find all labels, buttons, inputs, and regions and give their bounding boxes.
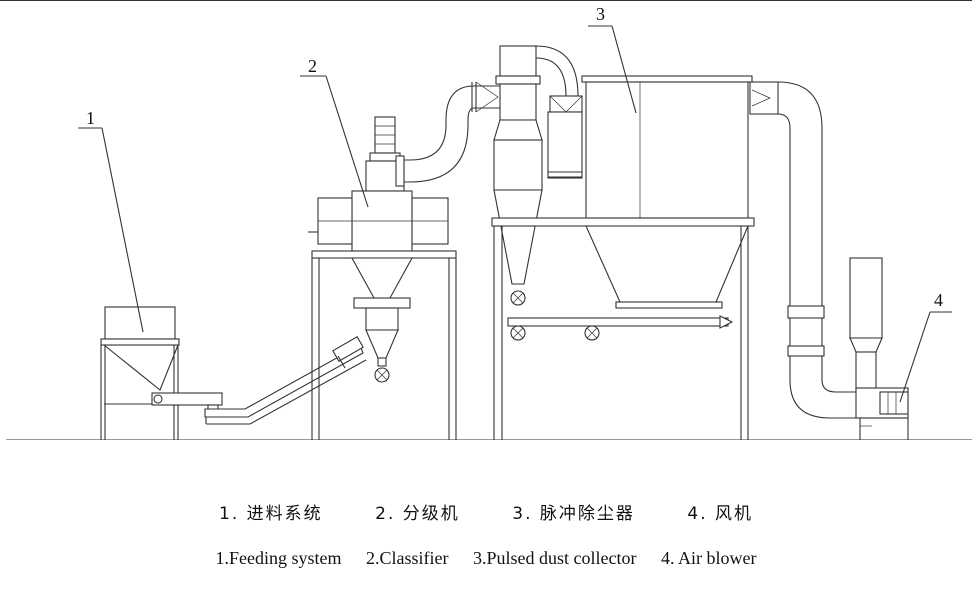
caption-en-blower: 4. Air blower (661, 548, 757, 568)
caption-en-feeding: 1.Feeding system (215, 548, 342, 568)
caption-cn-feeding: 1. 进料系统 (219, 504, 323, 524)
callout-2-number: 2 (308, 56, 317, 76)
feed-screw (151, 392, 223, 406)
classifier-cone (351, 257, 413, 299)
collector-roof (581, 75, 753, 83)
blower-motor (879, 391, 909, 415)
collector-hopper-outlet (615, 301, 723, 309)
collector-screw-conveyor (507, 317, 729, 327)
callout-4-number: 4 (934, 290, 943, 310)
cyclone-cone (493, 189, 543, 285)
caption-english: 1.Feeding system 2.Classifier 3.Pulsed d… (0, 548, 972, 569)
collector-platform (491, 217, 755, 227)
callout-4: 4 (899, 290, 952, 403)
feed-hopper-top (104, 306, 176, 340)
feed-hopper-cone (103, 344, 179, 391)
caption-en-collector: 3.Pulsed dust collector (473, 548, 637, 568)
callout-1-number: 1 (86, 108, 95, 128)
callout-3: 3 (588, 4, 637, 114)
caption-cn-blower: 4. 风机 (687, 504, 753, 524)
pulsed-dust-collector (491, 75, 858, 440)
classifier (308, 81, 500, 440)
blower-silencer (849, 257, 883, 339)
callout-1: 1 (78, 108, 144, 333)
callout-2: 2 (300, 56, 369, 208)
process-diagram: 1 2 3 4 (0, 0, 972, 440)
cyclone-separator (493, 45, 583, 341)
callout-3-number: 3 (596, 4, 605, 24)
air-blower (849, 257, 909, 440)
feeding-system (100, 306, 367, 440)
classifier-frame-beam (311, 250, 457, 259)
diagram-canvas: 1 2 3 4 (0, 0, 972, 440)
classifier-valve (374, 367, 390, 383)
collector-outlet-duct (777, 81, 823, 308)
collector-body (585, 81, 749, 219)
collector-valve (584, 325, 600, 341)
caption-en-classifier: 2.Classifier (366, 548, 449, 568)
caption-chinese: 1. 进料系统 2. 分级机 3. 脉冲除尘器 4. 风机 (0, 499, 972, 524)
cyclone-valve (510, 290, 526, 306)
classifier-outlet-duct (396, 85, 500, 161)
caption-cn-classifier: 2. 分级机 (375, 504, 460, 524)
caption-cn-collector: 3. 脉冲除尘器 (512, 504, 635, 524)
cyclone-top-outlet (499, 45, 537, 77)
feed-hopper-rim (100, 338, 180, 346)
